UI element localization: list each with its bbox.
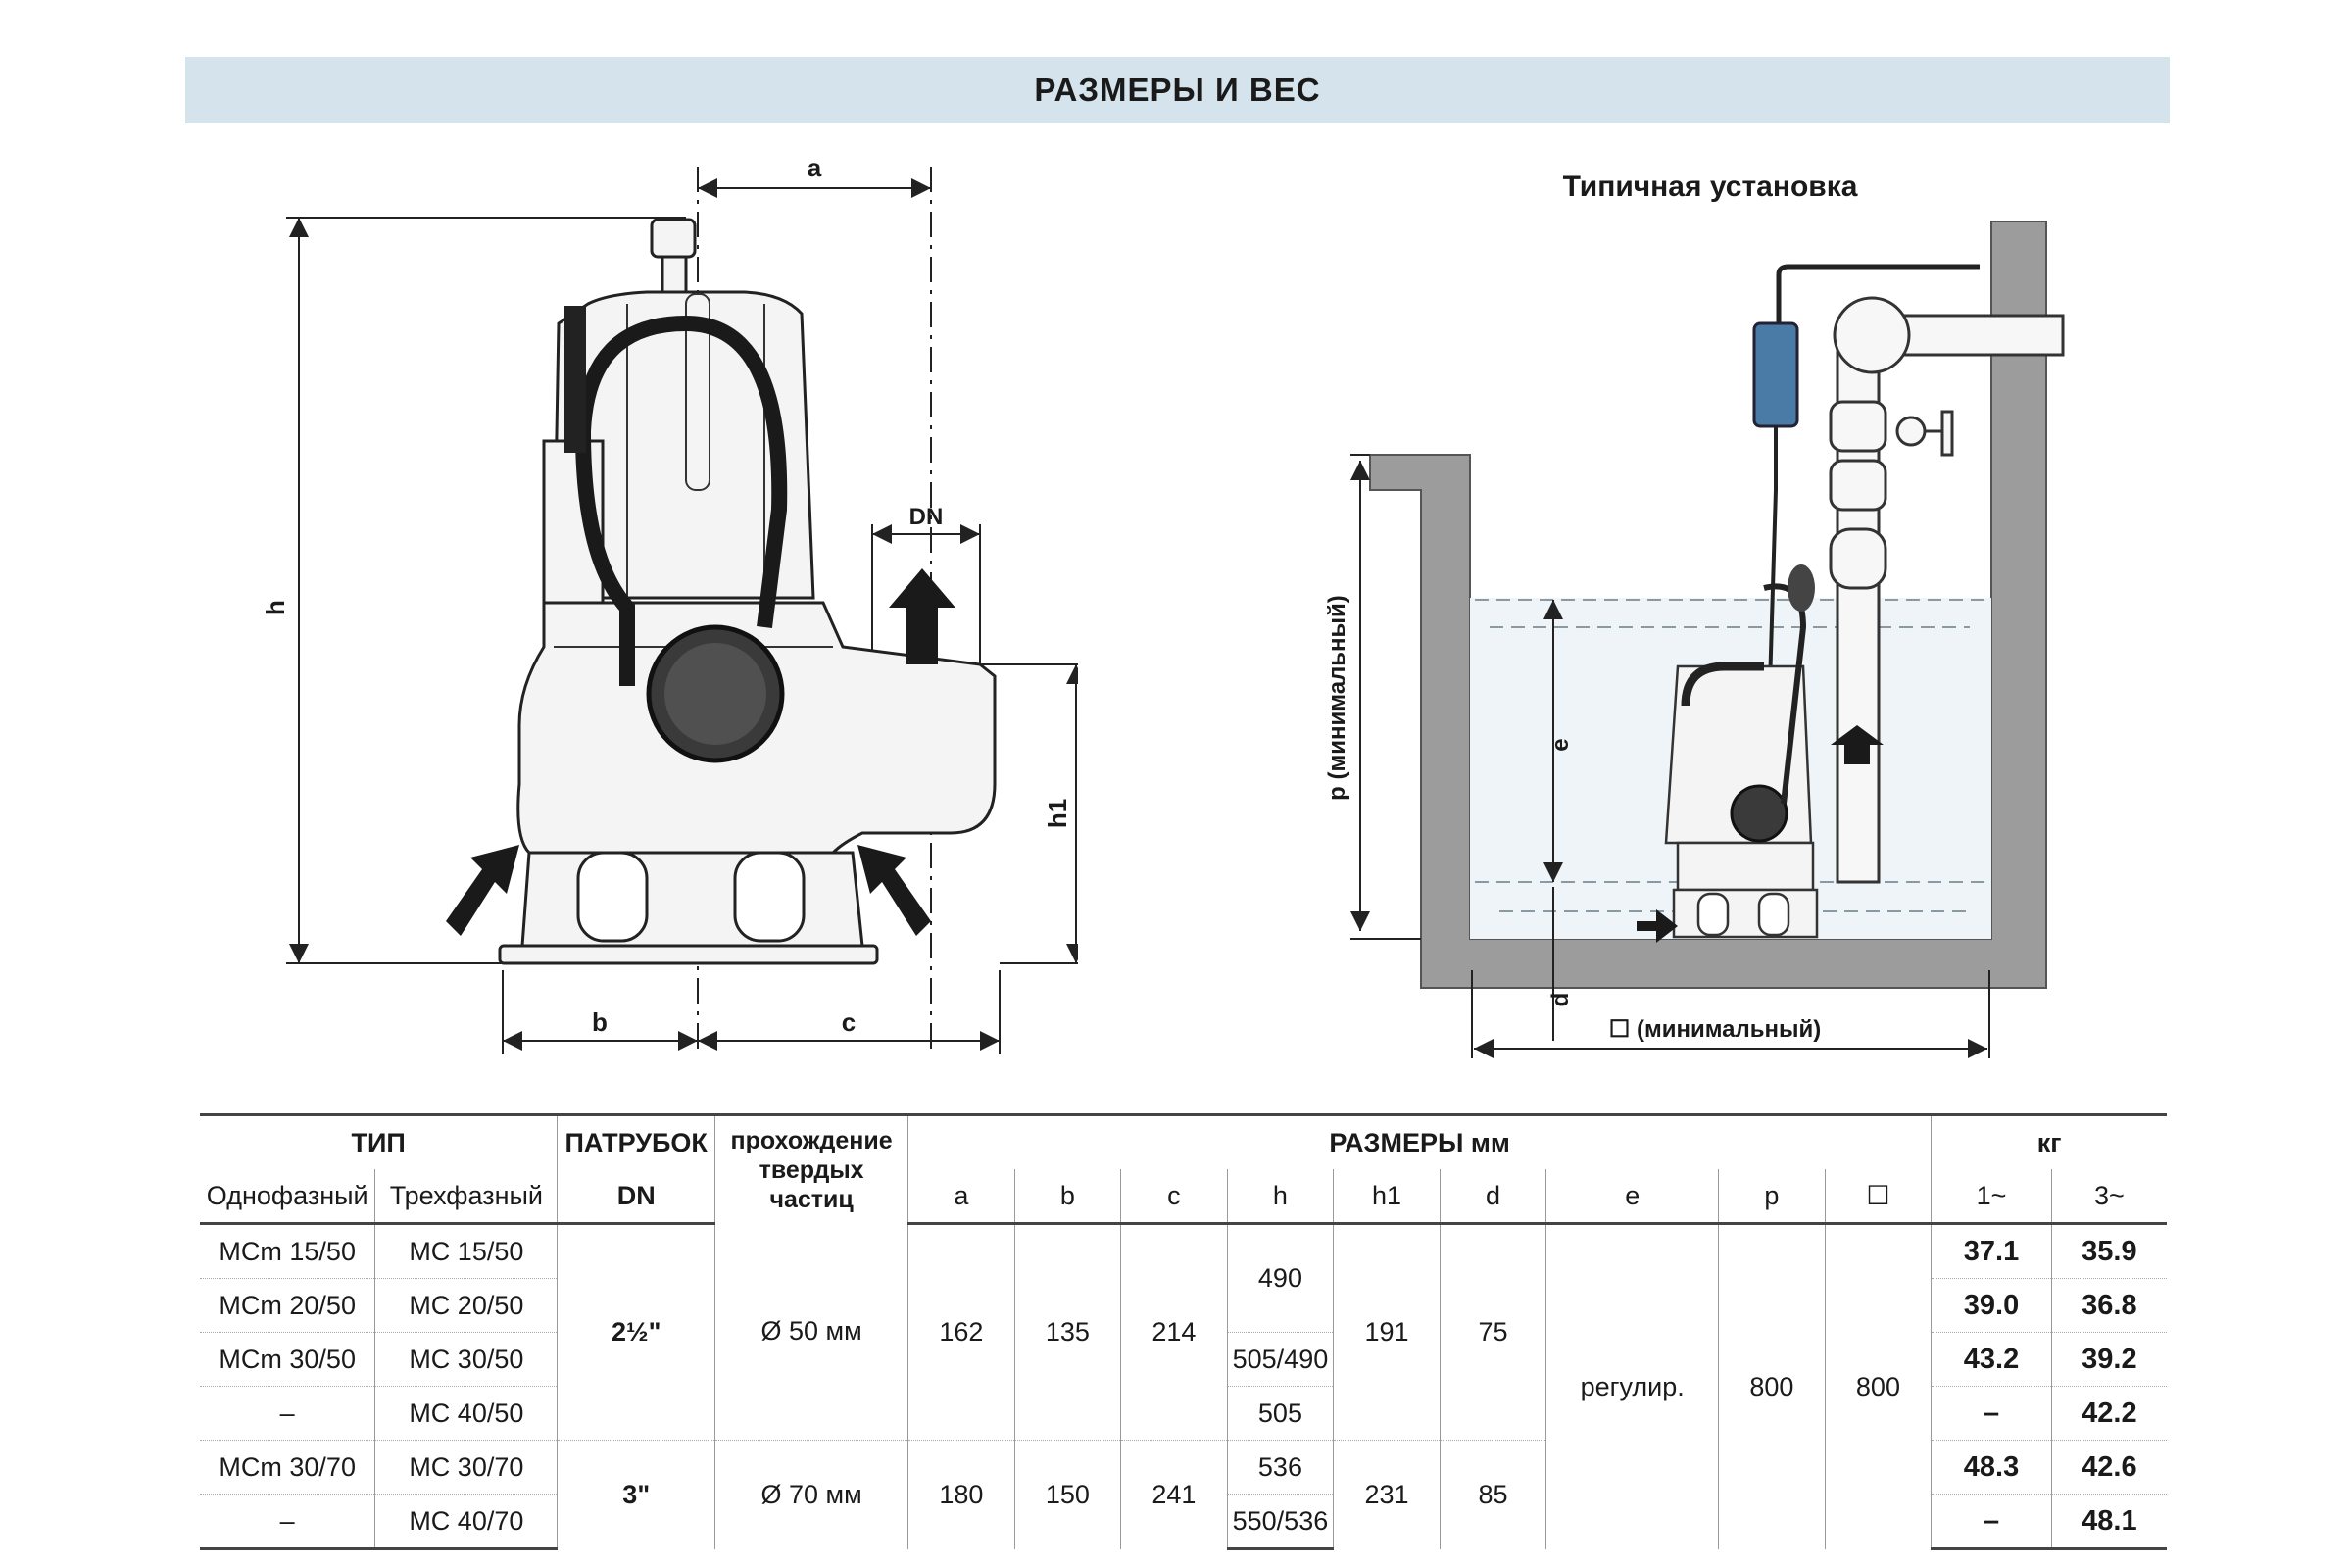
cell-h-50c: 505 [1226,1386,1334,1441]
cell-three: MC 15/50 [374,1223,558,1279]
header-h1: h1 [1333,1169,1441,1225]
cell-kg3: 48.1 [2050,1494,2167,1550]
cell-c-70: 241 [1120,1440,1228,1549]
table-group-header: ТИП ПАТРУБОК прохождение твердых частиц … [200,1113,2167,1224]
cell-kg3: 35.9 [2050,1223,2167,1279]
header-weight: кг [1931,1113,2167,1169]
dim-c-label: c [842,1007,856,1037]
header-d: d [1439,1169,1546,1225]
header-solids: прохождение твердых частиц [714,1113,908,1224]
cell-kg1: 48.3 [1931,1440,2052,1494]
outflow-arrow [889,568,956,664]
cell-h-50b: 505/490 [1226,1332,1334,1387]
table-row: MCm 30/50 MC 30/50 505/490 43.2 39.2 [200,1332,2167,1387]
dimensions-table: ТИП ПАТРУБОК прохождение твердых частиц … [200,1113,2167,1550]
dim-h1-label: h1 [1043,799,1072,828]
cell-p: 800 [1718,1223,1826,1549]
header-a: a [907,1169,1015,1225]
cell-single: MCm 15/50 [219,1236,356,1266]
cell-three: MC 40/70 [374,1494,558,1550]
header-kg1: 1~ [1931,1169,2052,1225]
pump-dimension-drawing: a h DN h1 b c [261,153,1078,1054]
header-h: h [1226,1169,1334,1225]
cell-h-50a: 490 [1226,1223,1334,1333]
header-single-phase: Однофазный [200,1169,375,1225]
cell-kg3: 39.2 [2050,1332,2167,1387]
cell-single: – [200,1494,375,1550]
header-dimensions: РАЗМЕРЫ мм [907,1113,1932,1169]
cell-kg1: 43.2 [1931,1332,2052,1387]
dim-h-label: h [261,600,290,615]
cell-h1-70: 231 [1333,1440,1441,1549]
cell-d-70: 85 [1439,1440,1546,1549]
cell-dn-70: 3" [557,1440,715,1549]
inflow-arrow-right [858,845,931,936]
header-port: ПАТРУБОК [557,1113,715,1169]
cell-kg3: 36.8 [2050,1278,2167,1333]
cell-three: MC 30/70 [374,1440,558,1494]
dim-e-label: e [1547,738,1574,751]
header-c: c [1120,1169,1228,1225]
table-row: MCm 20/50 MC 20/50 39.0 36.8 [200,1278,2167,1333]
cell-dn-50: 2½" [557,1223,715,1441]
header-dn: DN [557,1169,715,1225]
cell-three: MC 30/50 [374,1332,558,1387]
header-square: ☐ [1824,1169,1932,1225]
title-banner: РАЗМЕРЫ И ВЕС [185,57,2170,123]
dim-p-label: p (минимальный) [1324,595,1350,801]
cell-solids-50: Ø 50 мм [714,1223,908,1441]
cell-single: – [200,1386,375,1441]
header-p: p [1718,1169,1826,1225]
cell-kg1: 39.0 [1931,1278,2052,1333]
installation-title: Типичная установка [1562,171,1858,203]
cell-h1-50: 191 [1333,1223,1441,1441]
cell-e: регулир. [1545,1223,1719,1549]
cell-three: MC 20/50 [374,1278,558,1333]
header-type: ТИП [200,1113,558,1169]
cell-kg1: 37.1 [1931,1223,2052,1279]
cell-kg1: – [1931,1386,2052,1441]
cell-single: MCm 30/50 [200,1332,375,1387]
cell-single: MCm 20/50 [200,1278,375,1333]
table-row: MCm 15/50 MC 15/50 2½" Ø 50 мм 162 135 2… [200,1223,2167,1549]
cell-square: 800 [1824,1223,1932,1549]
dim-d-label: d [1547,993,1574,1007]
cell-single: MCm 30/70 [200,1440,375,1494]
header-e: e [1545,1169,1719,1225]
header-kg3: 3~ [2050,1169,2167,1225]
cell-b-70: 150 [1013,1440,1121,1549]
cell-solids-70: Ø 70 мм [714,1440,908,1549]
table-row: MCm 30/70 MC 30/70 3" Ø 70 мм 180 150 24… [200,1440,2167,1549]
inflow-arrow-left [446,845,519,936]
dim-square-label: ☐ (минимальный) [1609,1016,1821,1043]
page-title: РАЗМЕРЫ И ВЕС [1034,72,1321,108]
cell-d-50: 75 [1439,1223,1546,1441]
cell-a-50: 162 [907,1223,1015,1441]
header-b: b [1013,1169,1121,1225]
dim-dn-label: DN [909,504,944,530]
dim-a-label: a [808,153,822,182]
cell-a-70: 180 [907,1440,1015,1549]
cell-three: MC 40/50 [374,1386,558,1441]
cell-kg3: 42.2 [2050,1386,2167,1441]
table-sub-header: Однофазный Трехфазный DN a b c h h1 d e … [200,1169,2167,1225]
table-row: – MC 40/70 550/536 – 48.1 [200,1494,2167,1550]
cell-b-50: 135 [1013,1223,1121,1441]
header-three-phase: Трехфазный [374,1169,558,1225]
cell-kg1: – [1931,1494,2052,1550]
cell-h-70b: 550/536 [1226,1494,1334,1550]
table-row: – MC 40/50 505 – 42.2 [200,1386,2167,1441]
installation-drawing: p (минимальный) e d ☐ (минимальный) [1324,220,2065,1058]
cell-kg3: 42.6 [2050,1440,2167,1494]
cell-h-70a: 536 [1226,1440,1334,1494]
cell-c-50: 214 [1120,1223,1228,1441]
dim-b-label: b [592,1007,608,1037]
